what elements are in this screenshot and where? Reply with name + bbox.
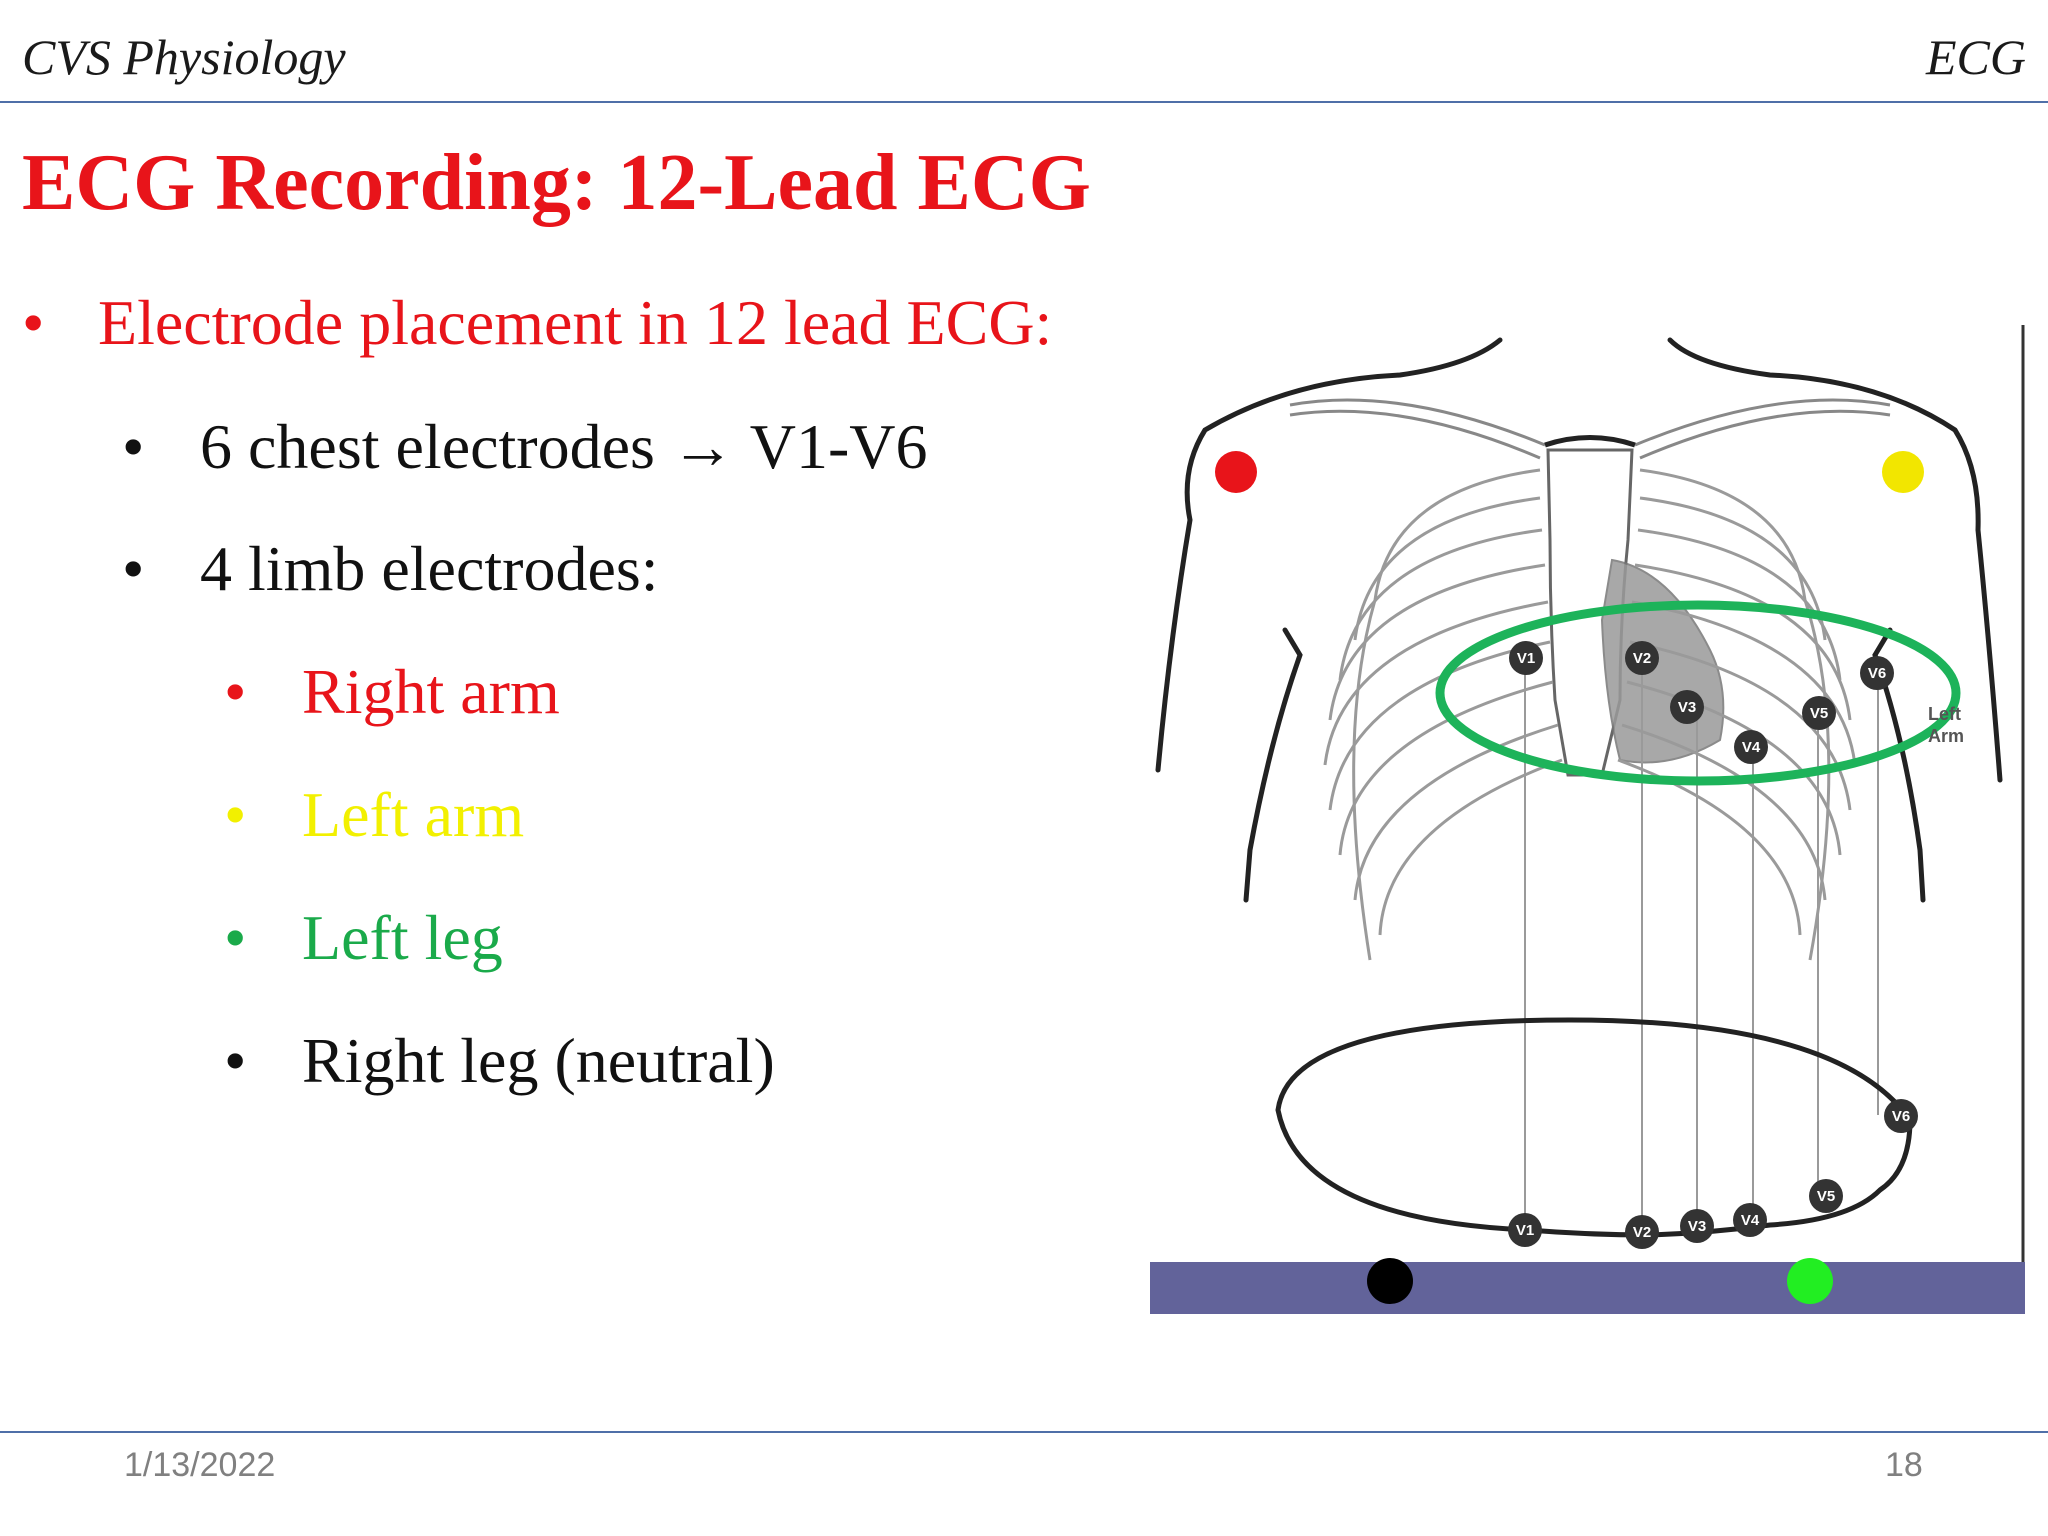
svg-text:V6: V6 (1892, 1108, 1910, 1125)
bullet-right-leg: • Right leg (neutral) (224, 1024, 775, 1098)
header-topic: ECG (1926, 29, 2026, 85)
svg-text:V1: V1 (1517, 650, 1535, 667)
bullet-glyph: • (224, 656, 247, 727)
bullet-chest-electrodes: • 6 chest electrodes → V1-V6 (122, 410, 928, 484)
left-arm-label: Arm (1928, 726, 1964, 746)
chest-electrode-v6: V6 (1860, 656, 1894, 690)
cross-section-electrodes: V1 V2 V3 V4 V5 V6 (1508, 1099, 1918, 1249)
svg-text:V1: V1 (1516, 1222, 1534, 1239)
chest-electrode-v3: V3 (1670, 690, 1704, 724)
header-course: CVS Physiology (22, 29, 346, 85)
cross-electrode-v1: V1 (1508, 1213, 1542, 1247)
svg-text:V6: V6 (1868, 665, 1886, 682)
bullet-text: Right leg (neutral) (302, 1025, 775, 1096)
footer-divider (0, 1431, 2048, 1433)
cross-electrode-v3: V3 (1680, 1209, 1714, 1243)
bullet-glyph: • (224, 1025, 247, 1096)
header-divider (0, 101, 2048, 103)
bullet-text: Left leg (302, 902, 503, 973)
electrode-placement-figure: V1 V2 V3 V4 V5 V6 Left Arm V1 V2 V3 V4 V… (1150, 325, 2025, 1314)
guide-lines (1524, 660, 1879, 1225)
svg-text:V3: V3 (1688, 1218, 1706, 1235)
base-bar (1150, 1262, 2025, 1314)
bullet-glyph: • (122, 533, 145, 604)
right-leg-electrode (1367, 1258, 1413, 1304)
chest-electrode-v5: V5 (1802, 696, 1836, 730)
bullet-text: 4 limb electrodes: (200, 533, 659, 604)
left-arm-electrode (1882, 451, 1924, 493)
chest-electrode-ring (1435, 600, 1961, 786)
cross-electrode-v5: V5 (1809, 1179, 1843, 1213)
svg-text:V5: V5 (1817, 1188, 1835, 1205)
svg-text:V4: V4 (1742, 739, 1761, 756)
cross-electrode-v4: V4 (1733, 1203, 1767, 1237)
bullet-glyph: • (22, 287, 45, 358)
page-number: 18 (1885, 1446, 1923, 1484)
right-arm-electrode (1215, 451, 1257, 493)
bullet-text: Right arm (302, 656, 560, 727)
chest-electrode-v2: V2 (1625, 641, 1659, 675)
chest-electrode-v4: V4 (1734, 730, 1768, 764)
svg-text:V2: V2 (1633, 1224, 1651, 1241)
svg-text:V2: V2 (1633, 650, 1651, 667)
bullet-text: 6 chest electrodes → V1-V6 (200, 411, 928, 482)
bullet-limb-electrodes: • 4 limb electrodes: (122, 532, 659, 606)
bullet-left-arm: • Left arm (224, 778, 524, 852)
bullet-electrode-placement: • Electrode placement in 12 lead ECG: (22, 286, 1052, 360)
bullet-text: Left arm (302, 779, 525, 850)
cross-electrode-v6: V6 (1884, 1099, 1918, 1133)
clavicles (1289, 398, 1891, 460)
cross-electrode-v2: V2 (1625, 1215, 1659, 1249)
bullet-left-leg: • Left leg (224, 901, 503, 975)
left-arm-label: Left (1928, 704, 1961, 724)
chest-electrodes: V1 V2 V3 V4 V5 V6 (1509, 641, 1894, 764)
bullet-text: Electrode placement in 12 lead ECG: (98, 287, 1053, 358)
bullet-glyph: • (122, 411, 145, 482)
bullet-glyph: • (224, 779, 247, 850)
bullet-right-arm: • Right arm (224, 655, 560, 729)
bullet-glyph: • (224, 902, 247, 973)
footer-date: 1/13/2022 (124, 1446, 276, 1484)
left-leg-electrode (1787, 1258, 1833, 1304)
slide-title: ECG Recording: 12-Lead ECG (22, 139, 1091, 227)
svg-text:V4: V4 (1741, 1212, 1760, 1229)
chest-electrode-v1: V1 (1509, 641, 1543, 675)
svg-text:V5: V5 (1810, 705, 1828, 722)
svg-text:V3: V3 (1678, 699, 1696, 716)
